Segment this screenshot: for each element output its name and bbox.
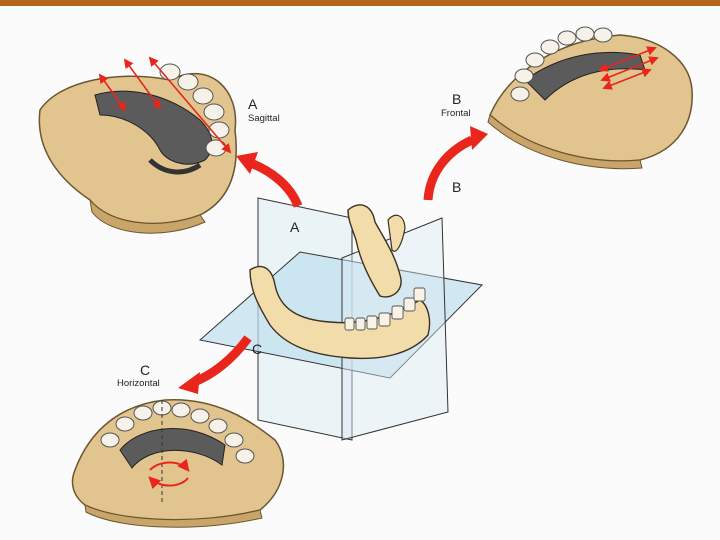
plane-a-letter: A [290,220,299,234]
view-c-label: Horizontal [117,379,160,389]
view-b-label: Frontal [441,109,471,119]
view-b-letter: B [452,92,461,106]
reference-planes [200,198,482,440]
diagram-canvas: A Sagittal B Frontal C Horizontal A B C [0,6,720,540]
model-c-horizontal [72,400,283,527]
curved-red-arrow [236,152,298,206]
model-a-sagittal [39,58,236,233]
plane-b-letter: B [452,180,461,194]
view-a-label: Sagittal [248,114,280,124]
plane-c-letter: C [252,342,262,356]
model-b-frontal [488,27,692,169]
view-a-letter: A [248,97,257,111]
illustration [0,6,720,540]
curved-red-arrow [178,338,248,394]
view-c-letter: C [140,363,150,377]
